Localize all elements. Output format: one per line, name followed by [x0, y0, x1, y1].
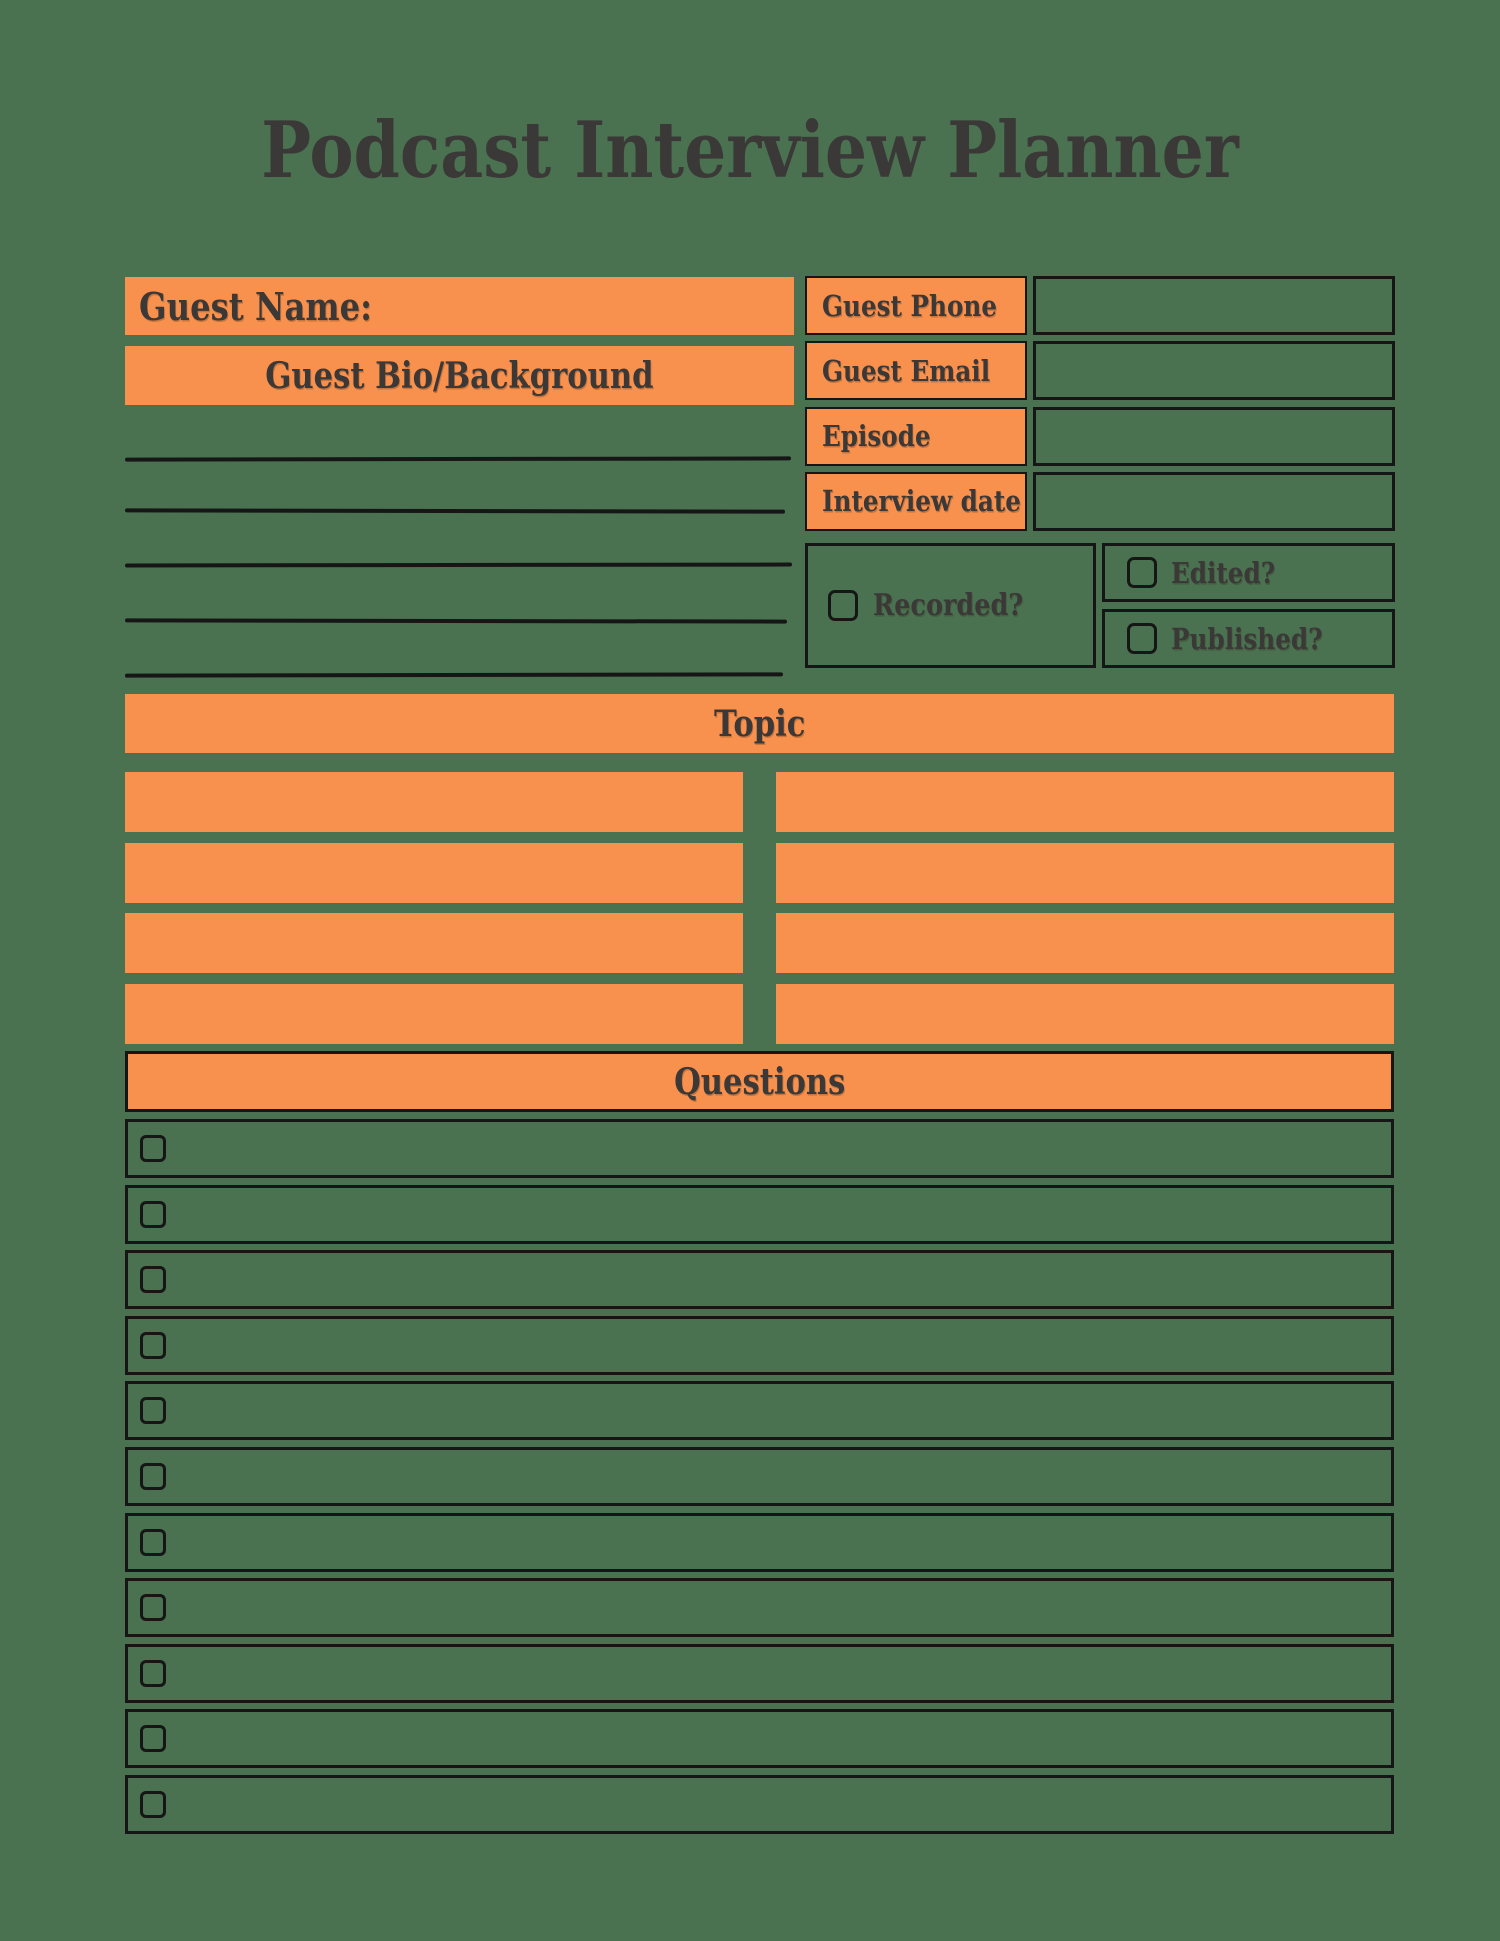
question-checkbox[interactable]: [140, 1266, 166, 1294]
questions-list: [125, 1119, 1394, 1834]
bio-writing-line: [124, 618, 788, 624]
question-row[interactable]: [125, 1578, 1394, 1638]
page-title-text: Podcast Interview Planner: [261, 105, 1239, 196]
topic-fill-in-cell[interactable]: [776, 842, 1394, 903]
question-checkbox[interactable]: [140, 1594, 166, 1622]
bio-writing-line: [124, 672, 784, 678]
info-field-label: Guest Email: [822, 353, 991, 388]
guest-info-fields: Guest Phone Guest Email Episode: [805, 276, 1395, 531]
question-checkbox[interactable]: [140, 1397, 166, 1425]
bio-writing-line: [124, 456, 792, 462]
page-title: Podcast Interview Planner: [0, 112, 1500, 190]
info-field-label: Guest Phone: [822, 288, 998, 323]
question-checkbox[interactable]: [140, 1200, 166, 1228]
topic-fill-in-cell[interactable]: [125, 772, 743, 832]
bio-writing-line: [124, 562, 793, 567]
guest-bio-header: Guest Bio/Background: [125, 346, 794, 405]
recorded-label: Recorded?: [873, 588, 1024, 623]
edited-label: Edited?: [1171, 555, 1276, 590]
questions-header-label: Questions: [673, 1060, 846, 1103]
question-row[interactable]: [125, 1381, 1394, 1441]
recorded-status-box: Recorded?: [805, 543, 1096, 668]
question-checkbox[interactable]: [140, 1659, 166, 1687]
topic-fill-in-cell[interactable]: [125, 913, 743, 973]
topic-fill-in-cell[interactable]: [776, 913, 1394, 973]
topic-section-header: Topic: [125, 694, 1394, 753]
question-row[interactable]: [125, 1446, 1394, 1506]
question-checkbox[interactable]: [140, 1528, 166, 1556]
topic-fill-in-cell[interactable]: [776, 772, 1394, 832]
topic-fill-in-cell[interactable]: [125, 983, 743, 1044]
topic-fill-in-cell[interactable]: [125, 842, 743, 903]
question-row[interactable]: [125, 1315, 1394, 1375]
bio-writing-line: [124, 508, 786, 514]
info-field-row: Guest Email: [805, 341, 1395, 401]
question-checkbox[interactable]: [140, 1462, 166, 1490]
question-checkbox[interactable]: [140, 1331, 166, 1359]
question-checkbox[interactable]: [140, 1725, 166, 1753]
edited-checkbox[interactable]: [1127, 557, 1157, 588]
guest-name-label: Guest Name:: [139, 283, 373, 329]
info-field-value-box[interactable]: [1033, 406, 1395, 466]
info-field-label-box: Guest Phone: [805, 276, 1027, 335]
info-field-row: Interview date: [805, 471, 1395, 531]
recorded-checkbox[interactable]: [828, 590, 858, 621]
question-row[interactable]: [125, 1709, 1394, 1769]
info-field-label-box: Episode: [805, 406, 1027, 466]
topic-header-label: Topic: [713, 702, 806, 745]
edited-status-box: Edited?: [1102, 543, 1395, 602]
info-field-row: Guest Phone: [805, 276, 1395, 335]
topic-fill-in-cell[interactable]: [776, 983, 1394, 1044]
info-field-label: Episode: [822, 419, 931, 454]
info-field-value-box[interactable]: [1033, 471, 1395, 531]
questions-section-header: Questions: [125, 1051, 1394, 1112]
info-field-value-box[interactable]: [1033, 276, 1395, 335]
question-checkbox[interactable]: [140, 1790, 166, 1818]
question-row[interactable]: [125, 1643, 1394, 1703]
info-field-label-box: Interview date: [805, 471, 1027, 531]
question-checkbox[interactable]: [140, 1135, 166, 1162]
guest-bio-header-label: Guest Bio/Background: [265, 354, 654, 397]
status-right-column: Edited? Published?: [1102, 543, 1395, 668]
question-row[interactable]: [125, 1250, 1394, 1310]
topic-grid: [125, 772, 1394, 1044]
question-row[interactable]: [125, 1184, 1394, 1244]
info-field-value-box[interactable]: [1033, 341, 1395, 401]
question-row[interactable]: [125, 1512, 1394, 1572]
info-field-row: Episode: [805, 406, 1395, 466]
published-status-box: Published?: [1102, 609, 1395, 668]
published-label: Published?: [1171, 621, 1323, 656]
guest-bio-writing-area[interactable]: [124, 405, 794, 690]
info-field-label: Interview date: [822, 484, 1021, 519]
guest-name-field[interactable]: Guest Name:: [125, 277, 794, 335]
episode-status-group: Recorded? Edited? Published?: [805, 543, 1395, 668]
info-field-label-box: Guest Email: [805, 341, 1027, 401]
question-row[interactable]: [125, 1119, 1394, 1178]
question-row[interactable]: [125, 1774, 1394, 1834]
published-checkbox[interactable]: [1127, 623, 1157, 654]
